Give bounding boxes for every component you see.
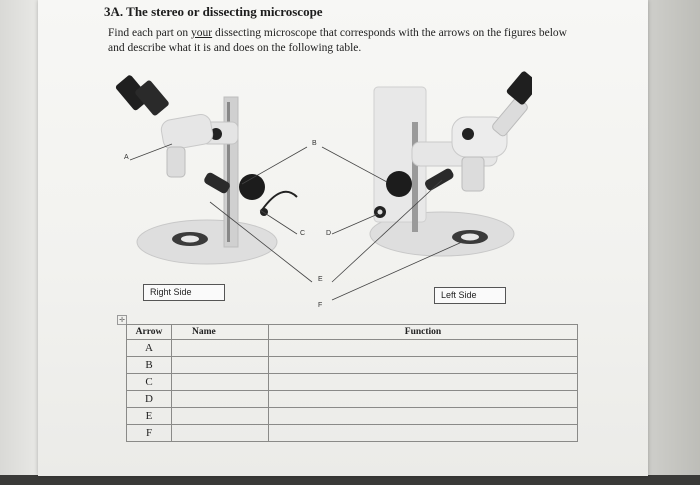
arrow-cell: D bbox=[126, 390, 172, 408]
desk-edge bbox=[0, 475, 700, 485]
arrow-cell: C bbox=[126, 373, 172, 391]
label-arrows bbox=[129, 143, 463, 301]
figure-letter-d: D bbox=[326, 230, 332, 237]
parts-table: Arrow Name Function A B C D E F bbox=[126, 324, 578, 442]
figure-letter-b: B bbox=[312, 140, 317, 147]
desk-background-right bbox=[646, 0, 700, 485]
table-header-row: Arrow Name Function bbox=[126, 324, 578, 340]
function-cell[interactable] bbox=[268, 373, 578, 391]
table-row: B bbox=[126, 356, 578, 374]
name-cell[interactable] bbox=[171, 407, 269, 425]
arrow-cell: A bbox=[126, 339, 172, 357]
right-side-microscope bbox=[115, 75, 298, 265]
left-side-label: Left Side bbox=[434, 287, 506, 304]
name-cell[interactable] bbox=[171, 339, 269, 357]
right-side-label: Right Side bbox=[143, 284, 225, 301]
section-heading: 3A. The stereo or dissecting microscope bbox=[104, 4, 323, 19]
arrow-cell: F bbox=[126, 424, 172, 442]
name-cell[interactable] bbox=[171, 373, 269, 391]
figure-letter-a: A bbox=[124, 154, 129, 161]
table-row: D bbox=[126, 390, 578, 408]
name-cell[interactable] bbox=[171, 356, 269, 374]
column-header-name: Name bbox=[171, 324, 269, 340]
function-cell[interactable] bbox=[268, 390, 578, 408]
figure-letter-e: E bbox=[318, 276, 323, 283]
instructions-part-2: dissecting microscope that corresponds w… bbox=[108, 27, 567, 54]
table-row: C bbox=[126, 373, 578, 391]
microscope-figure bbox=[115, 71, 532, 301]
arrow-cell: E bbox=[126, 407, 172, 425]
name-cell[interactable] bbox=[171, 390, 269, 408]
column-header-arrow: Arrow bbox=[126, 324, 172, 340]
instructions-underlined-word: your bbox=[191, 27, 213, 39]
column-header-function: Function bbox=[268, 324, 578, 340]
arrow-cell: B bbox=[126, 356, 172, 374]
figure-letter-f: F bbox=[318, 302, 323, 309]
table-row: F bbox=[126, 424, 578, 442]
desk-background-left bbox=[0, 0, 40, 485]
function-cell[interactable] bbox=[268, 407, 578, 425]
table-row: A bbox=[126, 339, 578, 357]
name-cell[interactable] bbox=[171, 424, 269, 442]
move-anchor-icon: ✛ bbox=[117, 315, 127, 325]
function-cell[interactable] bbox=[268, 356, 578, 374]
instructions-part-1: Find each part on bbox=[108, 27, 192, 39]
table-row: E bbox=[126, 407, 578, 425]
left-side-microscope bbox=[369, 71, 532, 257]
function-cell[interactable] bbox=[268, 339, 578, 357]
instructions-text: Find each part on your dissecting micros… bbox=[108, 26, 578, 56]
figure-letter-c: C bbox=[300, 230, 306, 237]
function-cell[interactable] bbox=[268, 424, 578, 442]
